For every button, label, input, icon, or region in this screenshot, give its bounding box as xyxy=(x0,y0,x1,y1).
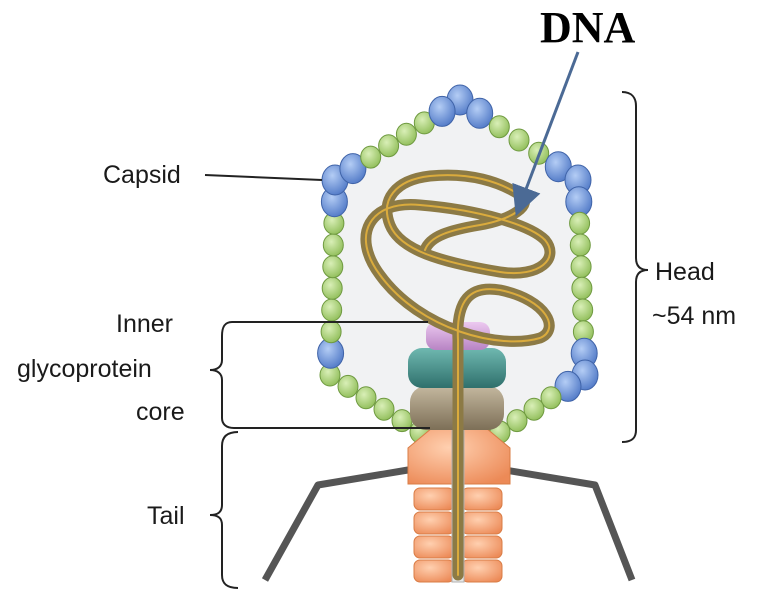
capsid-bead-green xyxy=(356,387,376,409)
capsid-bead-green xyxy=(323,256,343,278)
tail-brace xyxy=(210,432,238,588)
capsid-bead-green xyxy=(321,321,341,343)
tail-ring-segment xyxy=(414,536,454,558)
capsid-bead-green xyxy=(489,116,509,138)
head-label-line1: Head xyxy=(655,258,715,286)
tail-ring-segment xyxy=(414,560,454,582)
dna-label: DNA xyxy=(540,3,636,52)
capsid-bead-green xyxy=(379,135,399,157)
tail-ring-segment xyxy=(462,536,502,558)
inner-core-label-line3: core xyxy=(136,398,185,426)
capsid-bead-green xyxy=(541,387,561,409)
capsid-bead-green xyxy=(507,410,527,432)
capsid-bead-green xyxy=(509,129,529,151)
inner-core-label-line1: Inner xyxy=(116,310,173,338)
capsid-leader-line xyxy=(205,175,322,180)
capsid-bead-green xyxy=(338,375,358,397)
capsid-bead-blue xyxy=(429,96,455,126)
capsid-bead-green xyxy=(323,234,343,256)
capsid-bead-green xyxy=(374,398,394,420)
capsid-bead-green xyxy=(570,212,590,234)
tail-ring-segment xyxy=(462,512,502,534)
tail-fiber-right xyxy=(505,470,632,580)
capsid-bead-green xyxy=(396,123,416,145)
capsid-bead-green xyxy=(322,299,342,321)
tail-label: Tail xyxy=(147,502,185,530)
capsid-bead-green xyxy=(570,234,590,256)
head-brace xyxy=(622,92,648,442)
tail-ring-segment xyxy=(414,512,454,534)
tail-ring-segment xyxy=(414,488,454,510)
capsid-bead-blue xyxy=(467,98,493,128)
capsid-bead-green xyxy=(322,277,342,299)
inner-core-label-line2: glycoprotein xyxy=(17,355,152,383)
capsid-bead-green xyxy=(572,277,592,299)
capsid-label: Capsid xyxy=(103,161,181,189)
tail-fiber-left xyxy=(265,470,408,580)
capsid-bead-green xyxy=(524,398,544,420)
capsid-bead-green xyxy=(571,256,591,278)
tail-ring-segment xyxy=(462,488,502,510)
tail-ring-segment xyxy=(462,560,502,582)
capsid-bead-green xyxy=(573,299,593,321)
capsid-bead-green xyxy=(361,146,381,168)
head-label-line2: ~54 nm xyxy=(652,302,736,330)
